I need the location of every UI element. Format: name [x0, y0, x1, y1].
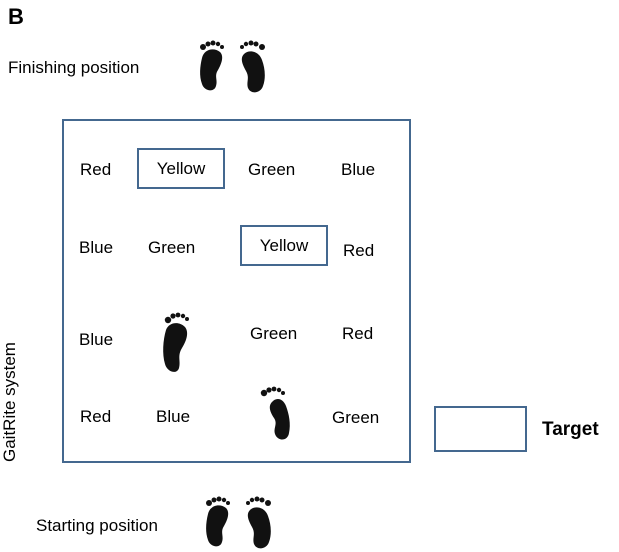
starting-footprints-icon — [206, 496, 271, 549]
word-row3-col1: Blue — [79, 330, 114, 349]
finishing-footprints-icon — [200, 40, 265, 93]
word-row2-col2: Green — [148, 238, 196, 257]
word-row4-col3: Green — [332, 408, 380, 427]
word-row2-col3: Yellow — [259, 235, 309, 255]
gaitrite-system-label: GaitRite system — [0, 342, 19, 462]
target-box-row1: Yellow — [137, 148, 225, 189]
finishing-position-label: Finishing position — [8, 58, 140, 77]
word-row4-col1: Red — [80, 407, 112, 426]
word-row2-col1: Blue — [79, 238, 114, 257]
target-legend-label: Target — [542, 419, 599, 440]
left-footprint-icon — [163, 312, 189, 372]
word-row3-col3: Red — [342, 324, 374, 343]
target-legend-box — [434, 406, 527, 452]
word-row2-col4: Red — [343, 241, 375, 260]
word-row1-col3: Green — [248, 160, 296, 179]
word-row1-col4: Blue — [341, 160, 376, 179]
word-row3-col2: Green — [250, 324, 298, 343]
word-row1-col2: Yellow — [156, 158, 206, 178]
panel-letter: B — [8, 4, 24, 29]
right-footprint-icon — [260, 386, 290, 440]
starting-position-label: Starting position — [36, 516, 158, 535]
target-box-row2: Yellow — [240, 225, 328, 266]
gaitrite-walkway — [62, 119, 411, 463]
word-row1-col1: Red — [80, 160, 112, 179]
word-row4-col2: Blue — [156, 407, 191, 426]
